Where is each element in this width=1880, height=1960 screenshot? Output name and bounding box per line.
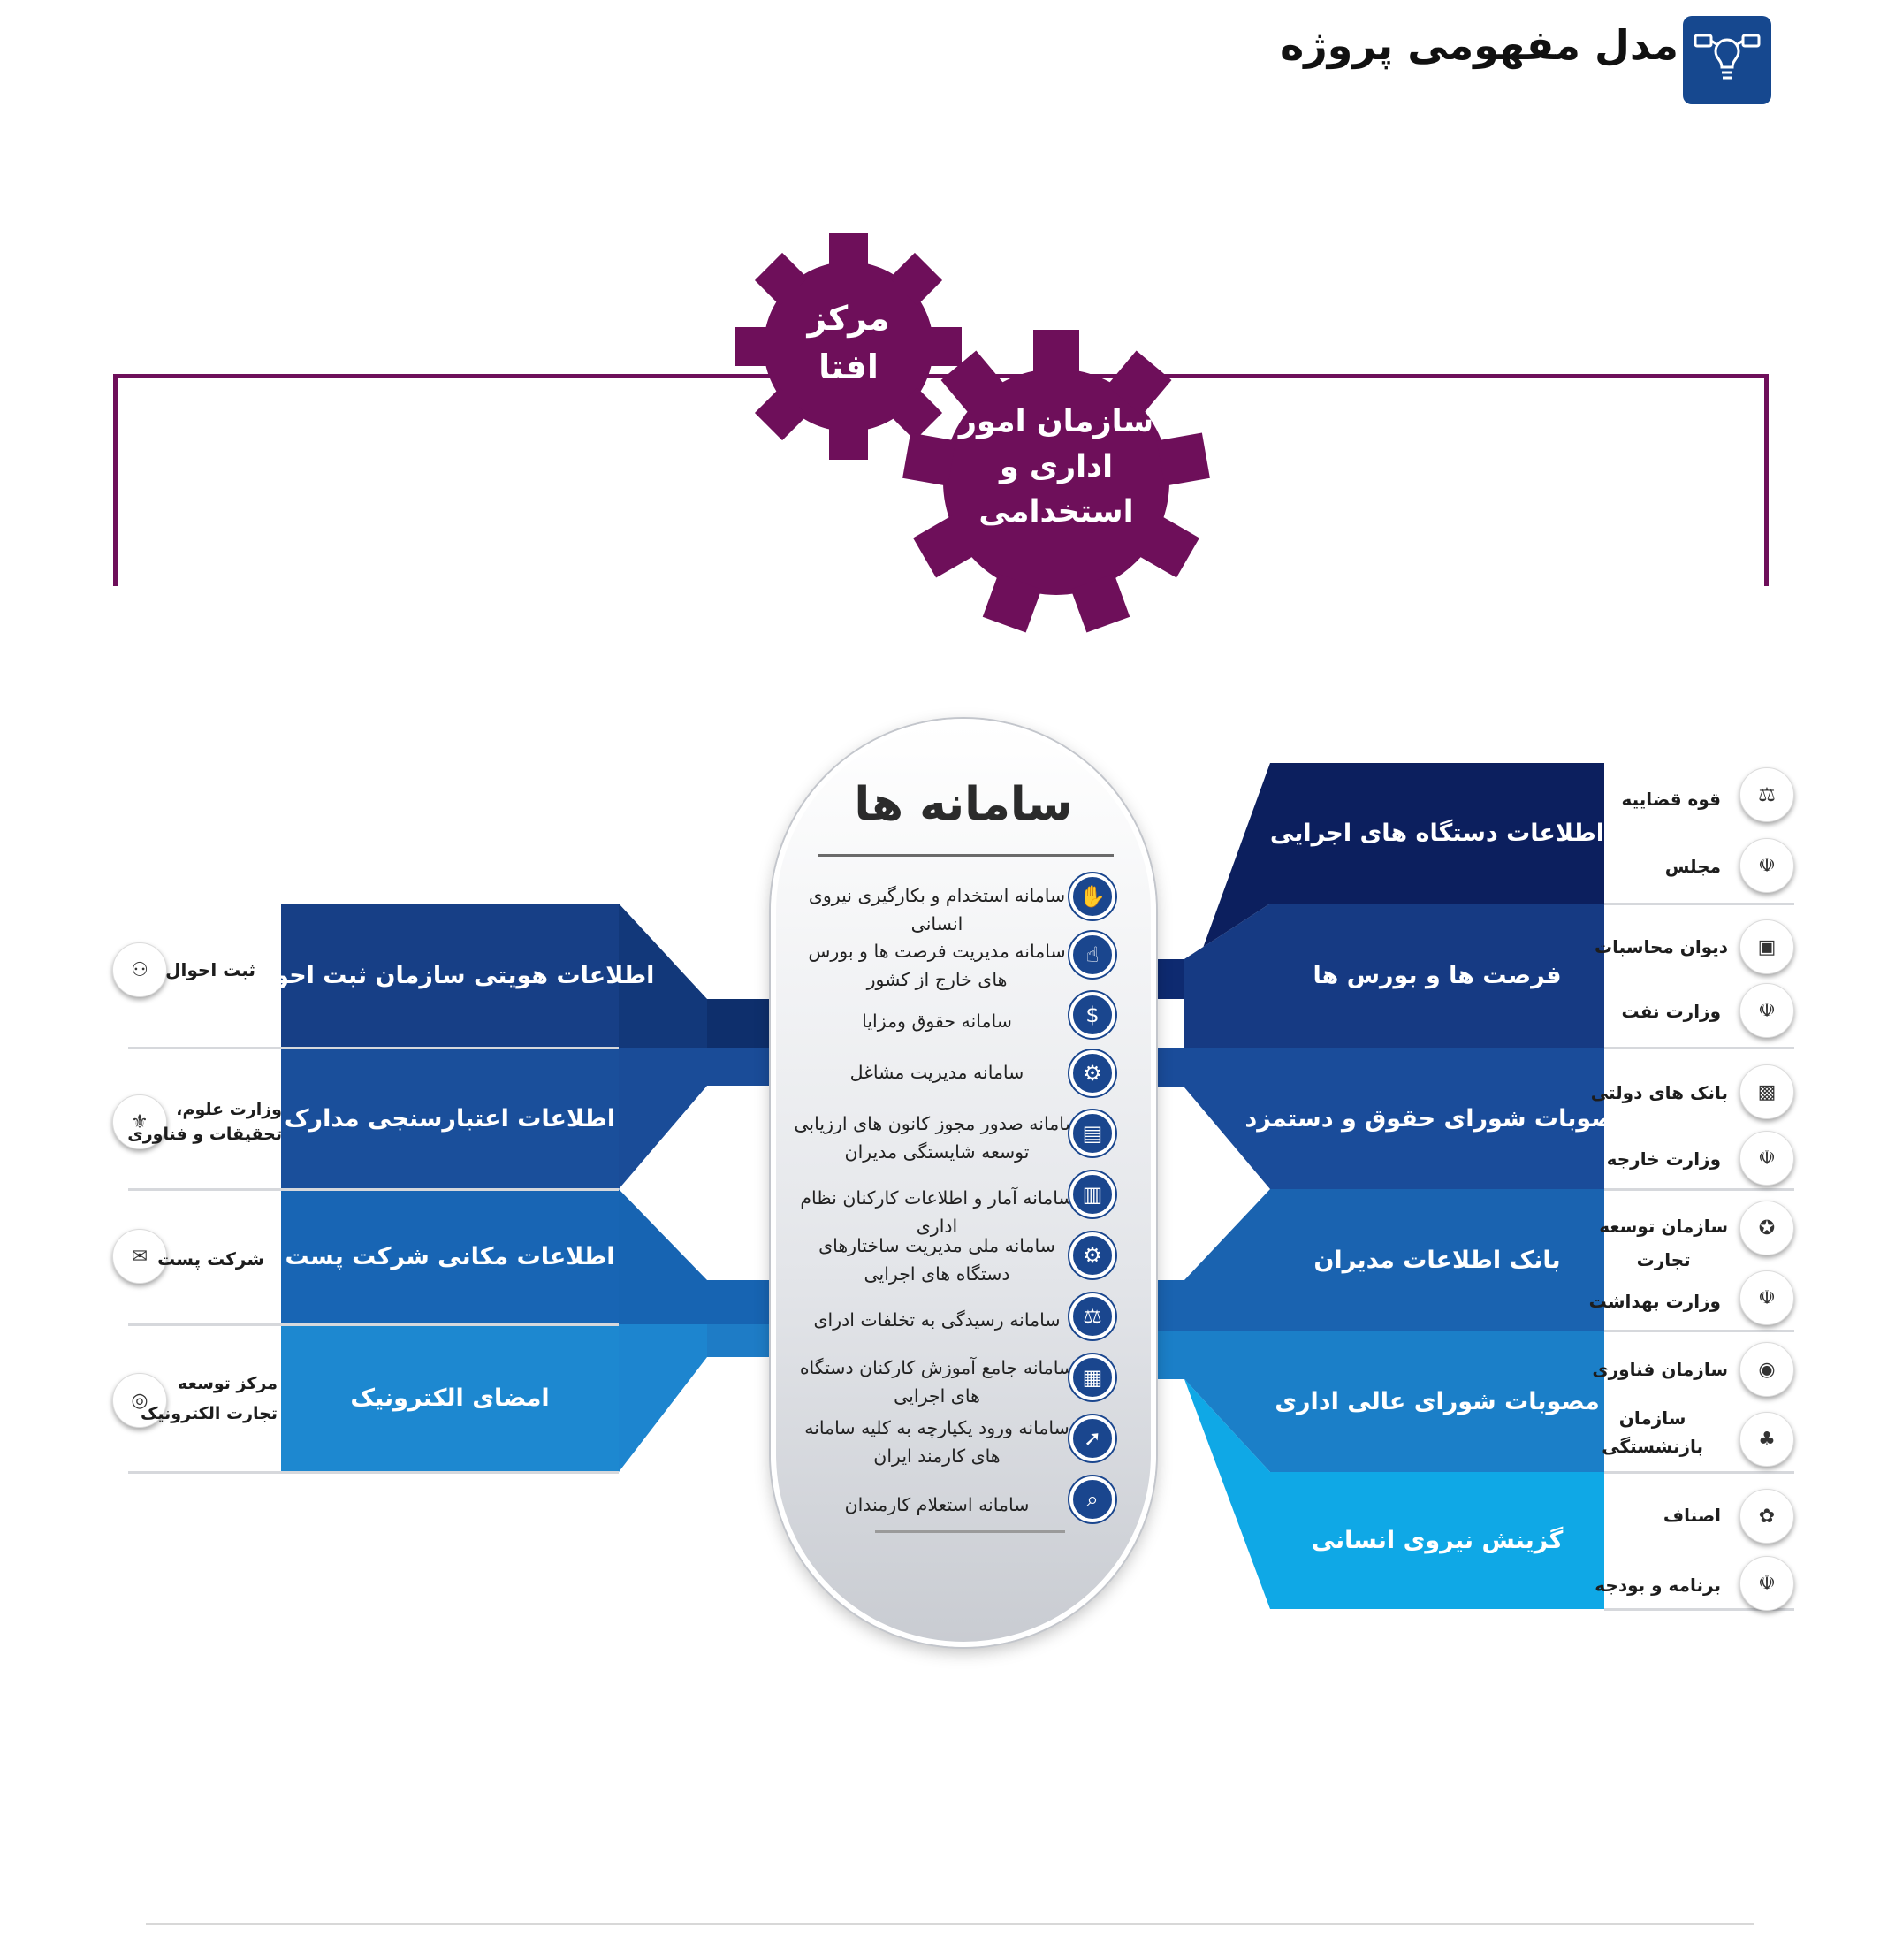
gears-icon: ⚙ (1069, 1050, 1115, 1096)
org-label: وزارت بهداشت (1588, 1291, 1721, 1312)
right-block-recruitment[interactable]: گزینش نیروی انسانی (1270, 1472, 1604, 1609)
right-connector-5 (1153, 1331, 1270, 1472)
gear-large-icon (902, 330, 1210, 633)
left-separator (128, 1047, 619, 1049)
org-label: بانک های دولتی (1590, 1082, 1728, 1103)
banks-logo: ▩ (1739, 1064, 1794, 1119)
right-connector-6 (1184, 1379, 1270, 1609)
hand-icon: ☝ (1069, 932, 1115, 978)
right-separator (1604, 1047, 1794, 1049)
right-separator (1604, 1330, 1794, 1332)
left-block-identity[interactable]: اطلاعات هویتی سازمان ثبت احوال (246, 904, 654, 1048)
left-band-4 (707, 1324, 778, 1357)
right-block-wage-council[interactable]: مصوبات شورای حقوق و دستمزد (1244, 1048, 1630, 1189)
right-separator (1604, 903, 1794, 905)
systems-bottom-divider (875, 1530, 1065, 1533)
org-label: سازمان فناوری (1592, 1359, 1728, 1380)
systems-top-divider (818, 854, 1114, 857)
pension-logo: ♣ (1739, 1412, 1794, 1467)
right-block-opportunities[interactable]: فرصت ها و بورس ها (1270, 904, 1604, 1048)
oil-ministry-logo: ☫ (1739, 983, 1794, 1038)
right-block-admin-council[interactable]: مصوبات شورای عالی اداری (1270, 1331, 1604, 1472)
org-label: ثبت احوال (165, 959, 255, 980)
right-connector-2 (1184, 904, 1270, 1048)
org-label: وزارت خارجه (1606, 1148, 1721, 1170)
trade-org-logo: ✪ (1739, 1201, 1794, 1255)
judiciary-logo: ⚖ (1739, 767, 1794, 822)
system-label[interactable]: سامانه استخدام و بکارگیری نیروی انسانی (808, 885, 1066, 934)
certificate-icon: ▤ (1069, 1110, 1115, 1156)
majlis-logo: ☫ (1739, 838, 1794, 893)
training-icon: ▦ (1069, 1354, 1115, 1400)
system-label[interactable]: سامانه آمار و اطلاعات کارکنان نظام اداری (800, 1187, 1074, 1237)
bottom-rule (146, 1923, 1754, 1925)
right-band-1 (1153, 959, 1184, 999)
org-label: مجلس (1664, 856, 1721, 877)
right-separator (1604, 1471, 1794, 1474)
page-title: مدل مفهومی پروژه (1280, 21, 1678, 69)
ecommerce-logo: ◎ (112, 1373, 167, 1428)
system-label[interactable]: سامانه جامع آموزش کارکنان دستگاه های اجر… (799, 1357, 1075, 1407)
left-block-esignature[interactable]: امضای الکترونیک (281, 1324, 619, 1472)
org-label: وزارت نفت (1621, 1001, 1721, 1022)
org-label: برنامه و بودجه (1595, 1575, 1721, 1596)
gear-small-icon (735, 233, 962, 460)
right-connector-4 (1153, 1189, 1270, 1331)
org-label: سازمان بازنشستگی (1602, 1407, 1703, 1457)
system-label[interactable]: سامانه صدور مجوز کانون های ارزیابی توسعه… (794, 1113, 1080, 1163)
org-label: وزارت علوم، تحقیقات و فناوری (127, 1100, 282, 1144)
structure-icon: ⚙ (1069, 1232, 1115, 1278)
system-label[interactable]: سامانه استعلام کارمندان (844, 1494, 1030, 1515)
left-separator (128, 1188, 619, 1191)
cursor-icon: ➚ (1069, 1415, 1115, 1461)
org-label: قوه قضاییه (1621, 789, 1721, 810)
post-logo: ✉ (112, 1229, 167, 1284)
gear-small-label: مرکز افتا (807, 299, 890, 387)
systems-title: سامانه ها (854, 778, 1073, 831)
sabt-ahval-logo: ⚇ (112, 942, 167, 997)
left-connector-3 (619, 1189, 778, 1324)
left-block-post-location[interactable]: اطلاعات مکانی شرکت پست (281, 1189, 619, 1324)
left-separator (128, 1323, 619, 1326)
left-block-credentials[interactable]: اطلاعات اعتبارسنجی مدارک (281, 1048, 619, 1189)
left-connector-2 (619, 1048, 778, 1189)
org-label: دیوان محاسبات (1595, 936, 1728, 957)
right-separator (1604, 1188, 1794, 1191)
org-label: مرکز توسعه تجارت الکترونیک (140, 1374, 278, 1424)
system-label[interactable]: سامانه ورود یکپارچه به کلیه سامانه های ک… (804, 1417, 1069, 1467)
health-ministry-logo: ☫ (1739, 1270, 1794, 1325)
money-icon: $ (1069, 992, 1115, 1038)
org-label: شرکت پست (157, 1248, 264, 1270)
left-band-1 (707, 999, 778, 1048)
msrt-logo: ⚜ (112, 1094, 167, 1149)
system-label[interactable]: سامانه رسیدگی به تخلفات ادرای (813, 1309, 1061, 1331)
left-connector-4 (619, 1324, 778, 1472)
left-separator (128, 1471, 619, 1474)
right-block-managers-bank[interactable]: بانک اطلاعات مدیران (1270, 1189, 1604, 1331)
org-label: اصناف (1663, 1505, 1721, 1526)
right-connector-1 (1184, 763, 1270, 999)
audit-court-logo: ▣ (1739, 919, 1794, 974)
budget-logo: ☫ (1739, 1556, 1794, 1611)
ito-logo: ◉ (1739, 1342, 1794, 1397)
system-label[interactable]: سامانه مدیریت مشاغل (849, 1062, 1024, 1083)
guilds-logo: ✿ (1739, 1489, 1794, 1544)
right-separator (1604, 1608, 1794, 1611)
handshake-icon: ✋ (1069, 873, 1115, 919)
right-band-3 (1153, 1048, 1184, 1087)
lightbulb-icon (1683, 16, 1771, 104)
search-person-icon: ⌕ (1069, 1476, 1115, 1522)
org-label: سازمان توسعه تجارت (1599, 1216, 1728, 1270)
top-frame (113, 374, 1769, 586)
gear-large-label: سازمان امور اداری و استخدامی (958, 404, 1154, 530)
system-label[interactable]: سامانه ملی مدیریت ساختارهای دستگاه های ا… (818, 1235, 1055, 1285)
gavel-icon: ⚖ (1069, 1293, 1115, 1339)
system-label[interactable]: سامانه مدیریت فرصت ها و بورس های خارج از… (808, 941, 1066, 990)
chart-icon: ▥ (1069, 1171, 1115, 1217)
right-block-executive-info[interactable]: اطلاعات دستگاه های اجرایی (1270, 763, 1604, 904)
foreign-ministry-logo: ☫ (1739, 1131, 1794, 1186)
system-label[interactable]: سامانه حقوق ومزایا (862, 1011, 1012, 1032)
